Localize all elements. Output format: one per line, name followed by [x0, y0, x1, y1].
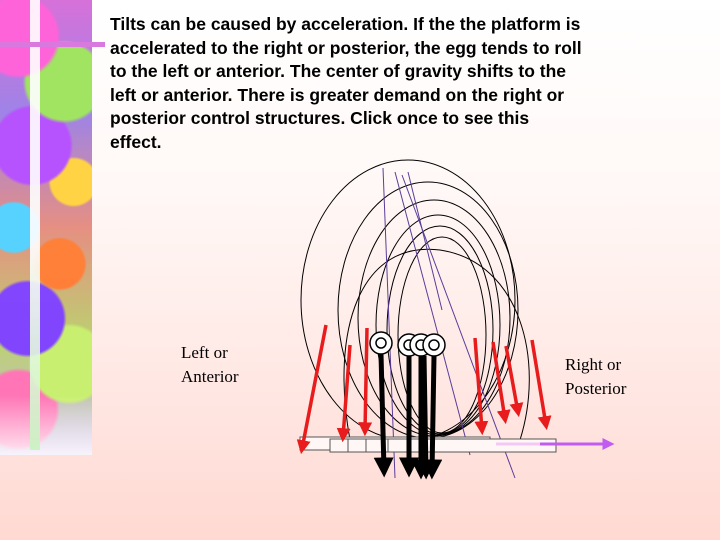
gravity-center-marker	[422, 333, 446, 357]
left-anterior-label: Left or Anterior	[181, 343, 239, 386]
center-of-gravity-markers	[369, 331, 446, 357]
gravity-arrows	[373, 353, 443, 480]
force-arrow-right	[491, 341, 511, 425]
tilt-reference-lines	[382, 167, 516, 479]
gravity-arrow	[373, 353, 394, 478]
egg-outline	[386, 225, 494, 435]
right-posterior-label: Right or Posterior	[565, 355, 627, 398]
force-arrow-right	[530, 339, 552, 431]
decorative-background-strip	[0, 0, 92, 455]
force-arrow-right	[473, 337, 489, 436]
slide-body-text[interactable]: Tilts can be caused by acceleration. If …	[110, 14, 582, 152]
egg-outline-arc	[343, 248, 530, 441]
gravity-arrow	[415, 355, 436, 480]
force-arrow-right	[504, 345, 524, 418]
gravity-center-marker	[369, 331, 393, 355]
reaction-force-arrows	[296, 324, 552, 455]
force-arrow-left	[358, 327, 373, 437]
egg-outline	[397, 236, 487, 434]
tilt-line	[382, 167, 396, 479]
tilt-line	[407, 171, 443, 311]
decorative-vertical-bar	[30, 0, 40, 450]
decorative-horizontal-line	[0, 42, 105, 47]
force-arrow-left	[296, 324, 328, 455]
gravity-arrow	[422, 355, 443, 480]
tilt-line	[394, 171, 471, 456]
force-arrow-left	[336, 344, 352, 443]
egg-outline	[375, 214, 501, 436]
